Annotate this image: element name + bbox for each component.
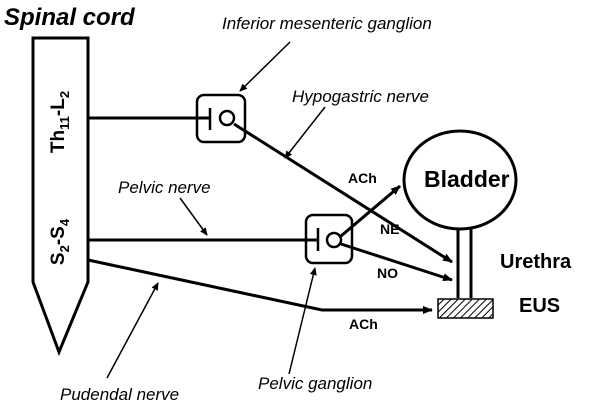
segment-upper-sep: -L bbox=[48, 98, 70, 117]
pelvic-nerve-label: Pelvic nerve bbox=[118, 178, 211, 197]
bladder-shape bbox=[402, 129, 518, 231]
eus-label: EUS bbox=[519, 295, 561, 317]
inferior-mesenteric-ganglion-label: Inferior mesenteric ganglion bbox=[222, 14, 432, 33]
pelvic-ganglion-pointer bbox=[288, 267, 317, 375]
pelvic-ganglion-neuron bbox=[325, 231, 343, 249]
segment-lower-sub1: 2 bbox=[56, 245, 72, 253]
inferior-ganglion-pointer bbox=[239, 41, 291, 92]
segment-lower-sub2: 4 bbox=[56, 218, 72, 227]
inferior-ganglion-neuron bbox=[218, 109, 236, 127]
segment-upper-sub1: 11 bbox=[56, 116, 72, 130]
segment-upper-sub2: 2 bbox=[56, 90, 72, 99]
pelvic-ach-to-bladder bbox=[340, 184, 401, 238]
urethra-label: Urethra bbox=[500, 251, 572, 273]
pelvic-no-to-urethra bbox=[340, 242, 453, 282]
pudendal-nerve-label: Pudendal nerve bbox=[60, 385, 180, 404]
ach-bladder-label: ACh bbox=[348, 170, 377, 186]
no-label: NO bbox=[377, 265, 398, 281]
pelvic-nerve-pointer bbox=[179, 197, 208, 236]
hypogastric-nerve-label: Hypogastric nerve bbox=[292, 87, 430, 106]
segment-label-s2-s4: S2-S4 bbox=[48, 218, 72, 266]
segment-upper-base: Th bbox=[48, 129, 70, 154]
spinal-cord-title: Spinal cord bbox=[4, 4, 135, 31]
ne-label: NE bbox=[380, 221, 400, 237]
segment-label-th11-l2: Th11-L2 bbox=[48, 90, 72, 154]
pudendal-nerve bbox=[87, 258, 433, 314]
ach-eus-label: ACh bbox=[349, 316, 378, 332]
eus-shape bbox=[437, 298, 494, 319]
spinal-cord-shape bbox=[31, 36, 90, 357]
hypogastric-pointer bbox=[284, 106, 326, 159]
hypogastric-nerve bbox=[233, 122, 453, 264]
segment-lower-sep: -S bbox=[48, 226, 70, 246]
pelvic-ganglion-label: Pelvic ganglion bbox=[258, 374, 373, 393]
bladder-label: Bladder bbox=[424, 166, 510, 192]
pudendal-pointer bbox=[106, 282, 159, 379]
segment-lower-base: S bbox=[48, 252, 70, 266]
